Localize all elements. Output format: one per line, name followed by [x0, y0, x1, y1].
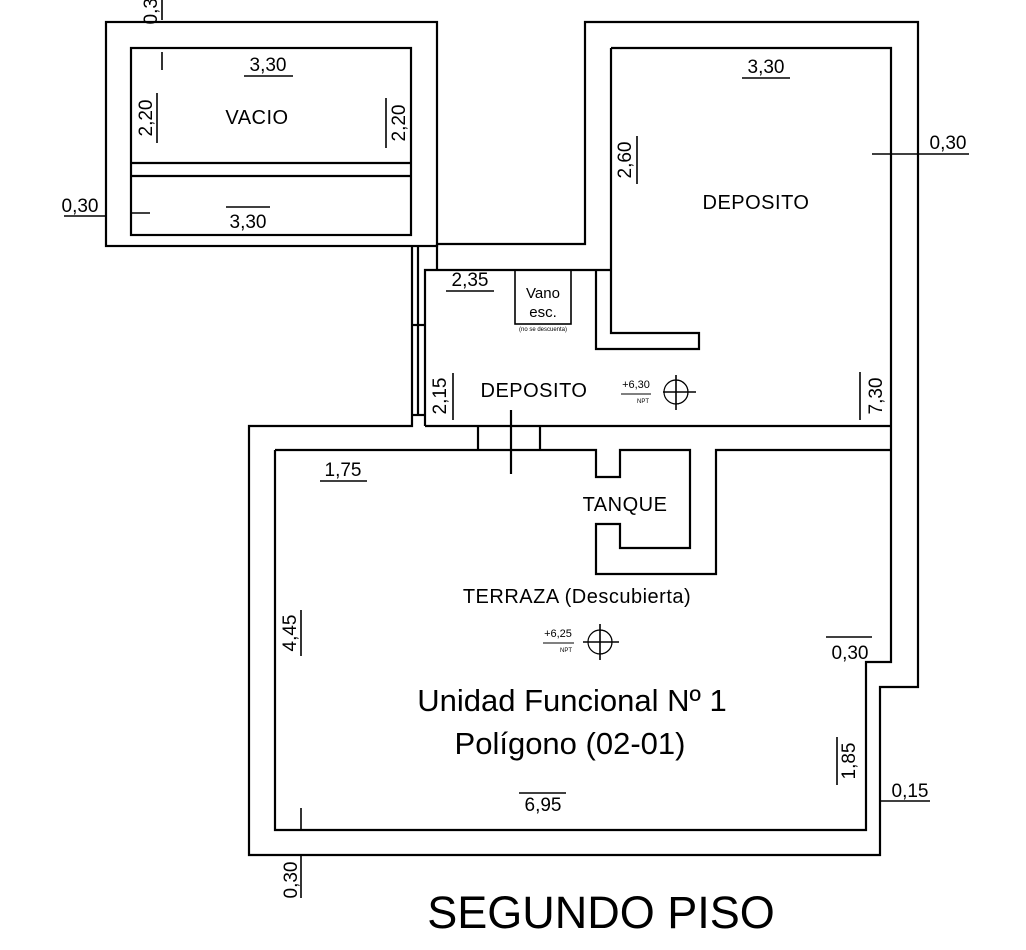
dim-terraza-height: 4,45 — [280, 615, 301, 652]
dim-terraza-width: 6,95 — [525, 795, 562, 816]
dim-corridor-height: 2,15 — [430, 378, 451, 415]
deposito-upper-label: DEPOSITO — [703, 192, 810, 214]
dim-total-height: 7,30 — [866, 378, 887, 415]
dim-right-wall: 0,30 — [930, 133, 967, 154]
unit-title: Unidad Funcional Nº 1 — [417, 683, 726, 718]
dim-vacio-left: 2,20 — [136, 100, 157, 137]
dim-corridor-width: 2,35 — [452, 270, 489, 291]
vacio-walls — [104, 20, 439, 248]
deposito-lower-walls — [412, 244, 891, 474]
dim-left-wall: 0,30 — [62, 196, 99, 217]
deposito-upper-walls — [247, 20, 920, 857]
dim-vacio-bottom: 3,30 — [230, 212, 267, 233]
terraza-label: TERRAZA (Descubierta) — [463, 586, 691, 608]
dim-vacio-top: 3,30 — [250, 55, 287, 76]
dim-inner-wall: 0,30 — [832, 643, 869, 664]
deposito-lower-label: DEPOSITO — [481, 380, 588, 402]
level-terraza-sub: NPT — [560, 648, 572, 654]
unit-polygon: Polígono (02-01) — [455, 726, 686, 761]
vacio-label: VACIO — [225, 107, 288, 129]
dim-deposito-top: 3,30 — [748, 57, 785, 78]
vano-escalera-box — [514, 269, 572, 325]
dimension-ticks — [64, 0, 969, 898]
vano-label-line2: esc. — [529, 304, 557, 321]
floor-title: SEGUNDO PISO — [427, 887, 775, 938]
dim-vacio-right: 2,20 — [389, 105, 410, 142]
level-deposito-sub: NPT — [637, 399, 649, 405]
vano-note: (no se descuenta) — [519, 327, 567, 333]
level-terraza-value: +6,25 — [544, 628, 572, 640]
dim-bottom-wall: 0,30 — [281, 862, 302, 899]
dim-deposito-height: 2,60 — [615, 142, 636, 179]
dim-offset-wall: 0,15 — [892, 781, 929, 802]
tanque-label: TANQUE — [583, 494, 668, 516]
vano-label-line1: Vano — [526, 285, 560, 302]
dim-terraza-width-top: 1,75 — [325, 460, 362, 481]
dim-offset-height: 1,85 — [839, 743, 860, 780]
level-marker-terraza — [543, 624, 619, 660]
terraza-walls — [273, 448, 893, 832]
dim-top-edge: 0,30 — [141, 0, 162, 24]
level-deposito-value: +6,30 — [622, 379, 650, 391]
level-marker-deposito — [621, 375, 696, 410]
